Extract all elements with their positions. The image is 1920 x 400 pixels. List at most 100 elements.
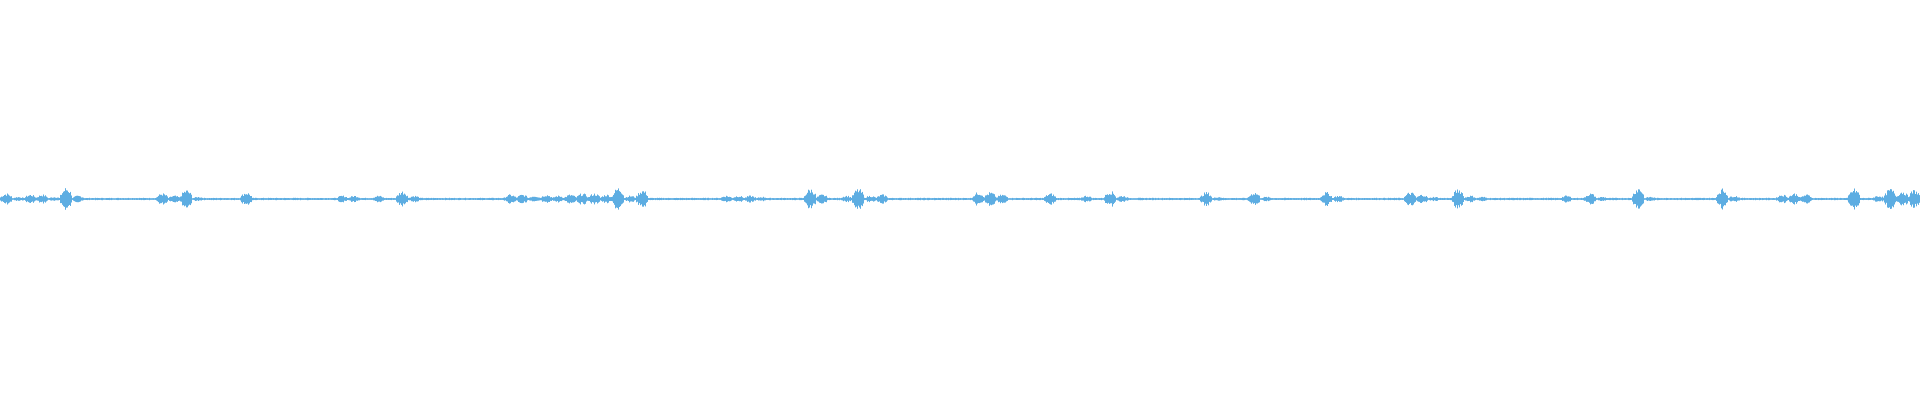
waveform-sample	[1567, 196, 1568, 202]
waveform-sample	[1349, 198, 1350, 200]
waveform-sample	[1743, 198, 1744, 200]
waveform-sample	[1702, 198, 1703, 200]
waveform-sample	[1013, 198, 1014, 200]
waveform-sample	[899, 197, 900, 201]
waveform-sample	[776, 198, 777, 200]
waveform-sample	[1821, 197, 1822, 201]
waveform-sample	[312, 198, 313, 200]
waveform-sample	[231, 198, 232, 201]
waveform-sample	[1635, 194, 1636, 204]
waveform-sample	[1615, 197, 1616, 201]
waveform-sample	[301, 198, 302, 200]
waveform-sample	[357, 197, 358, 201]
waveform-sample	[1189, 197, 1190, 201]
waveform-sample	[186, 190, 187, 208]
waveform-sample	[389, 198, 390, 200]
waveform-sample	[677, 198, 678, 201]
waveform-sample	[117, 197, 118, 201]
waveform-sample	[261, 198, 262, 201]
waveform-sample	[1529, 197, 1530, 201]
waveform-sample	[1815, 197, 1816, 200]
waveform-sample	[1649, 197, 1650, 201]
waveform-sample	[358, 197, 359, 201]
waveform-sample	[1232, 198, 1233, 200]
waveform-sample	[1691, 198, 1692, 200]
waveform-sample	[5, 194, 6, 204]
waveform-sample	[82, 197, 83, 201]
waveform-sample	[1111, 194, 1112, 204]
waveform-sample	[1696, 197, 1697, 201]
waveform-sample	[1886, 195, 1887, 203]
waveform-sample	[1558, 198, 1559, 200]
waveform-sample	[466, 198, 467, 200]
waveform-sample	[329, 198, 330, 200]
waveform-sample	[941, 198, 942, 200]
waveform-sample	[859, 190, 860, 208]
waveform-sample	[577, 196, 578, 202]
waveform-sample	[1816, 198, 1817, 200]
waveform-sample	[1262, 198, 1263, 200]
waveform-sample	[651, 197, 652, 200]
waveform-sample	[1238, 198, 1239, 200]
waveform-sample	[1287, 198, 1288, 200]
waveform-sample	[1775, 198, 1776, 200]
waveform-sample	[586, 196, 587, 202]
waveform-sample	[1260, 198, 1261, 200]
waveform-sample	[1052, 196, 1053, 202]
waveform-sample	[982, 195, 983, 203]
waveform-sample	[686, 197, 687, 201]
waveform-sample	[142, 198, 143, 200]
waveform-sample	[1113, 193, 1114, 205]
waveform-sample	[93, 198, 94, 200]
waveform-sample	[912, 198, 913, 200]
waveform-sample	[1095, 197, 1096, 200]
waveform-sample	[1774, 198, 1775, 200]
waveform-sample	[633, 196, 634, 202]
waveform-sample	[618, 188, 619, 210]
waveform-sample	[743, 197, 744, 201]
waveform-sample	[496, 198, 497, 200]
waveform-sample	[1541, 198, 1542, 200]
waveform-sample	[339, 196, 340, 202]
waveform-sample	[1233, 198, 1234, 200]
waveform-sample	[778, 198, 779, 200]
waveform-sample	[1648, 197, 1649, 201]
waveform-sample	[1423, 196, 1424, 202]
waveform-sample	[956, 198, 957, 200]
waveform-sample	[315, 198, 316, 200]
waveform-sample	[67, 190, 68, 208]
waveform-sample	[1243, 197, 1244, 201]
waveform-sample	[1684, 198, 1685, 200]
waveform-sample	[415, 195, 416, 203]
waveform-sample	[1689, 198, 1690, 200]
waveform-sample	[598, 195, 599, 203]
waveform-sample	[1551, 197, 1552, 201]
waveform-sample	[862, 191, 863, 207]
waveform-sample	[26, 195, 27, 203]
waveform-sample	[72, 198, 73, 200]
waveform-sample	[1102, 198, 1103, 200]
waveform-sample	[902, 198, 903, 200]
waveform-sample	[1339, 196, 1340, 202]
waveform-sample	[1048, 195, 1049, 203]
waveform-sample	[33, 195, 34, 203]
waveform-sample	[553, 197, 554, 201]
waveform-sample	[962, 198, 963, 200]
waveform-sample	[1412, 192, 1413, 206]
waveform-sample	[1268, 196, 1269, 202]
waveform-sample	[1873, 197, 1874, 201]
waveform-sample	[1776, 197, 1777, 201]
waveform-sample	[1341, 196, 1342, 202]
waveform-sample	[661, 197, 662, 201]
waveform-sample	[399, 193, 400, 205]
waveform-sample	[1316, 198, 1317, 200]
waveform-sample	[47, 197, 48, 201]
waveform-sample	[1788, 197, 1789, 200]
waveform-sample	[832, 198, 833, 200]
waveform-sample	[825, 196, 826, 202]
waveform-sample	[1445, 198, 1446, 200]
waveform-sample	[313, 198, 314, 200]
waveform-sample	[43, 194, 44, 204]
waveform-sample	[1464, 198, 1465, 200]
